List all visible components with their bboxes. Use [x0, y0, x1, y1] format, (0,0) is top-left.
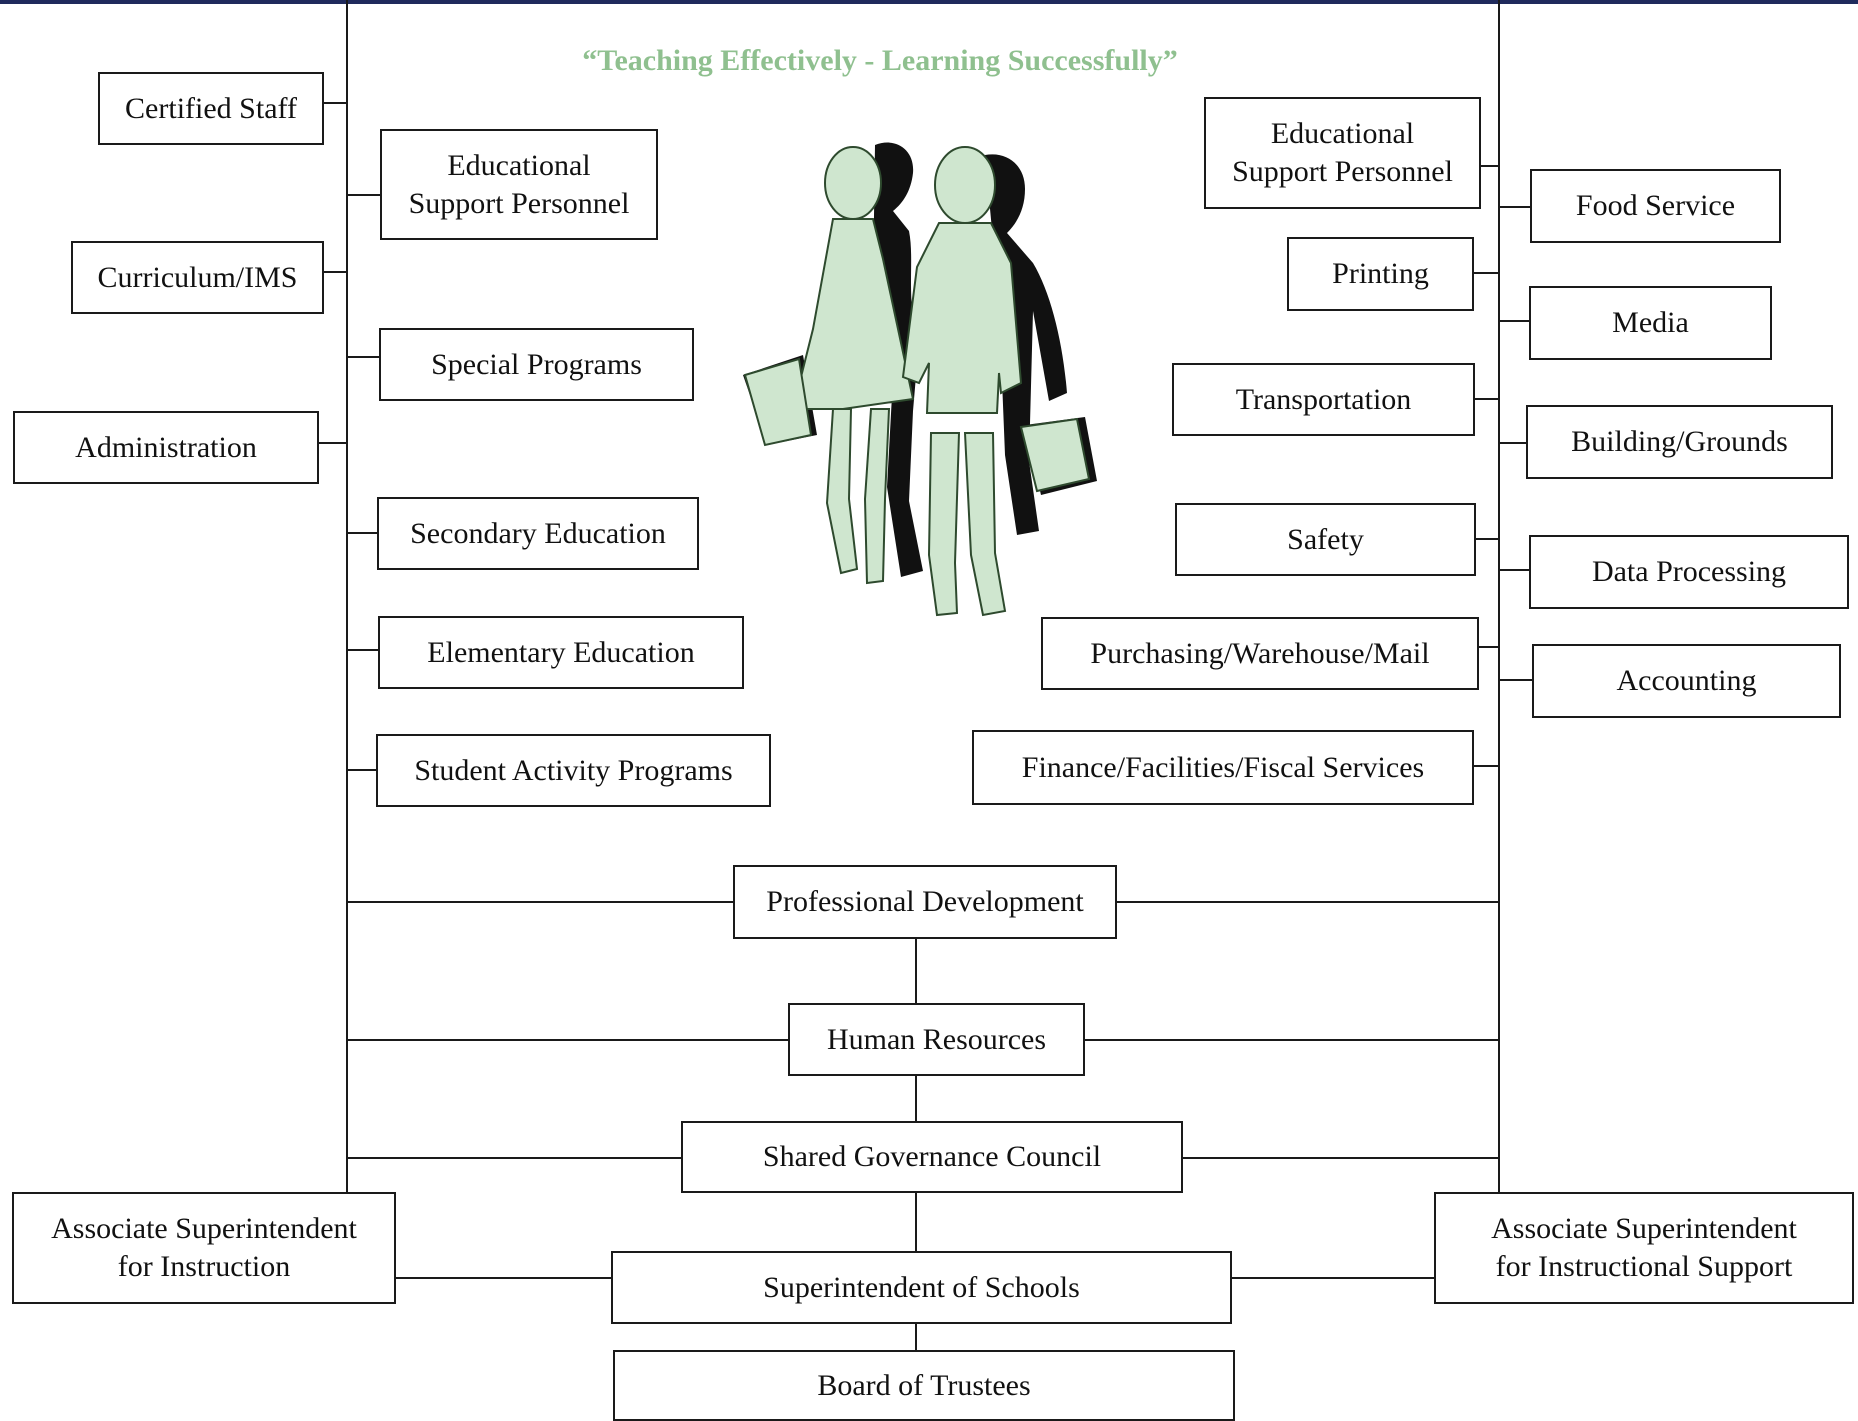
media-box: Media [1529, 286, 1772, 360]
data-processing-box: Data Processing [1529, 535, 1849, 609]
board-of-trustees-box: Board of Trustees [613, 1350, 1235, 1421]
shared-governance-council-box: Shared Governance Council [681, 1121, 1183, 1193]
purchasing-warehouse-mail-box: Purchasing/Warehouse/Mail [1041, 617, 1479, 690]
safety-box: Safety [1175, 503, 1476, 576]
educational-support-personnel-left-box: Educational Support Personnel [380, 129, 658, 240]
printing-box: Printing [1287, 237, 1474, 311]
human-resources-box: Human Resources [788, 1003, 1085, 1076]
illustration-figures [743, 146, 1091, 617]
secondary-education-box: Secondary Education [377, 497, 699, 570]
student-activity-programs-box: Student Activity Programs [376, 734, 771, 807]
educational-support-personnel-right-box: Educational Support Personnel [1204, 97, 1481, 209]
transportation-box: Transportation [1172, 363, 1475, 436]
finance-facilities-fiscal-services-box: Finance/Facilities/Fiscal Services [972, 730, 1474, 805]
associate-superintendent-instruction-box: Associate Superintendent for Instruction [12, 1192, 396, 1304]
professional-development-box: Professional Development [733, 865, 1117, 939]
top-rule [0, 0, 1858, 4]
curriculum-ims-box: Curriculum/IMS [71, 241, 324, 314]
associate-superintendent-instructional-support-box: Associate Superintendent for Instruction… [1434, 1192, 1854, 1304]
building-grounds-box: Building/Grounds [1526, 405, 1833, 479]
food-service-box: Food Service [1530, 169, 1781, 243]
administration-box: Administration [13, 411, 319, 484]
accounting-box: Accounting [1532, 644, 1841, 718]
special-programs-box: Special Programs [379, 328, 694, 401]
certified-staff-box: Certified Staff [98, 72, 324, 145]
elementary-education-box: Elementary Education [378, 616, 744, 689]
two-children-walking-illustration [743, 142, 1097, 617]
superintendent-of-schools-box: Superintendent of Schools [611, 1251, 1232, 1324]
motto: “Teaching Effectively - Learning Success… [582, 44, 1178, 77]
